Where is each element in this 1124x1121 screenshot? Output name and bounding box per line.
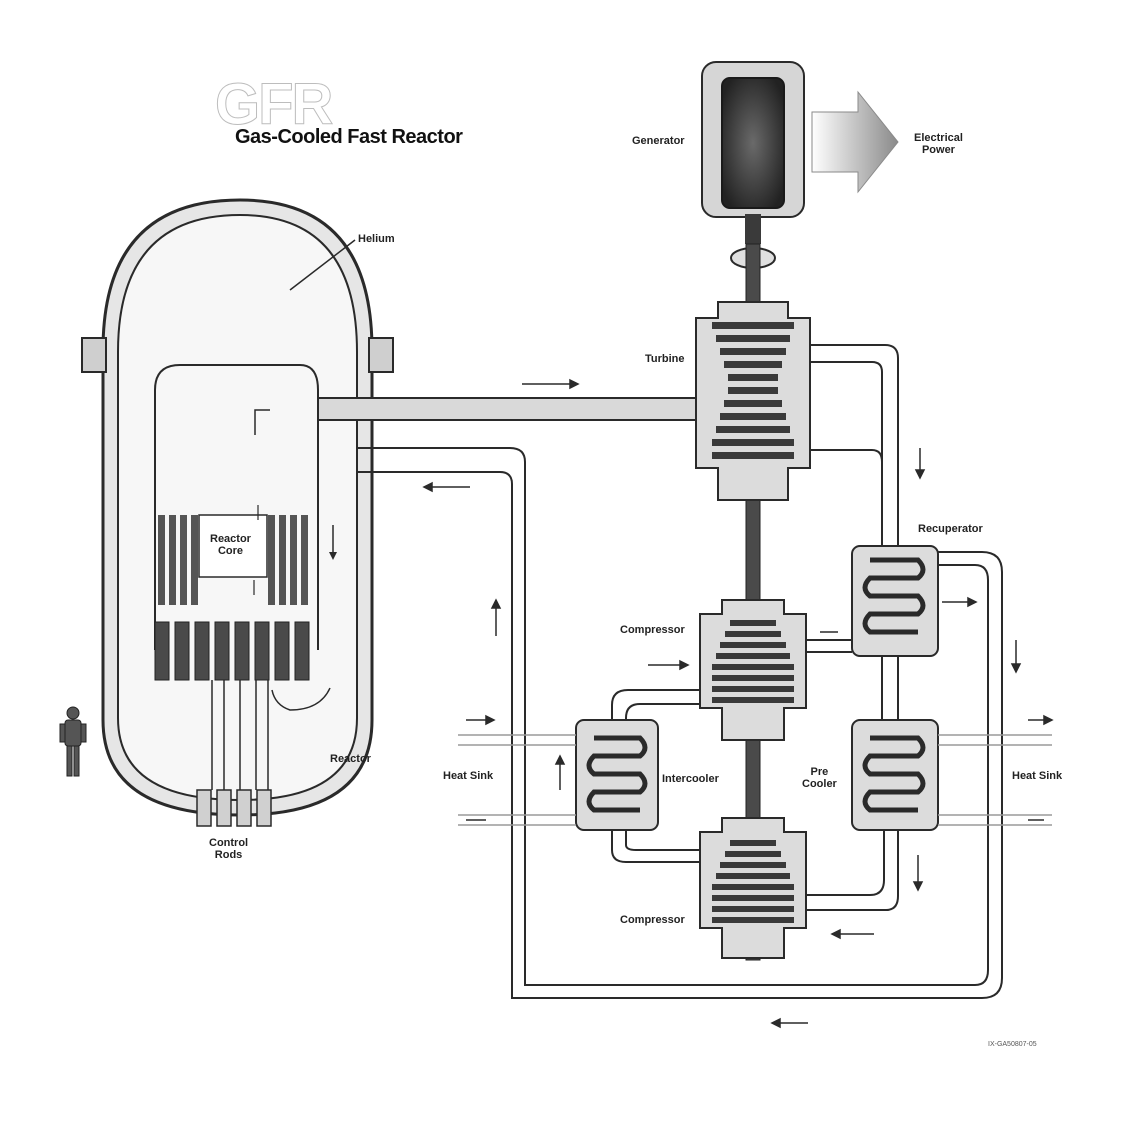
label-electrical-line2: Power xyxy=(921,144,955,156)
turbine-casing xyxy=(695,301,811,501)
flow-arrows xyxy=(422,378,1054,1029)
reactor-vessel xyxy=(81,198,394,817)
label-heat-sink-left: Heat Sink xyxy=(443,770,494,782)
label-reactor-core: Reactor Core xyxy=(210,533,251,557)
control-rod-lines xyxy=(211,680,269,790)
flange-right xyxy=(368,337,394,373)
compressor-lower xyxy=(699,817,807,959)
label-reactor: Reactor xyxy=(330,753,371,765)
label-electrical-power: Electrical Power xyxy=(914,132,963,156)
heat-sink-lines xyxy=(458,734,1052,826)
label-compressor-lower: Compressor xyxy=(620,914,685,926)
label-control-rods-line1: Control xyxy=(209,837,249,849)
interconnect-pipes xyxy=(611,449,899,911)
helium-leader xyxy=(289,239,356,291)
label-control-rods: Control Rods xyxy=(209,837,248,861)
reactor-core xyxy=(154,409,337,790)
label-pre-cooler-line2: Cooler xyxy=(802,778,837,790)
pre-cooler xyxy=(851,719,939,831)
flange-left xyxy=(81,337,107,373)
label-compressor-upper: Compressor xyxy=(620,624,685,636)
label-turbine: Turbine xyxy=(645,353,685,365)
label-intercooler: Intercooler xyxy=(662,773,719,785)
turbine-blades xyxy=(712,322,794,459)
control-rod-housings xyxy=(196,789,272,827)
label-control-rods-line2: Rods xyxy=(214,849,243,861)
intercooler xyxy=(575,719,659,831)
electrical-power-arrow xyxy=(811,90,899,194)
label-pre-cooler: Pre Cooler xyxy=(802,766,837,790)
upper-reflector-rods xyxy=(158,515,308,605)
gfr-logo: GFR xyxy=(214,72,333,137)
label-generator: Generator xyxy=(632,135,685,147)
compressor-upper xyxy=(699,599,807,741)
label-heat-sink-right: Heat Sink xyxy=(1012,770,1063,782)
recuperator xyxy=(851,545,939,657)
label-reactor-core-line1: Reactor xyxy=(210,533,251,545)
label-recuperator: Recuperator xyxy=(918,523,983,535)
flow-arrow-lower-plenum xyxy=(271,687,331,711)
flow-arrow-core-top xyxy=(254,409,270,435)
cold-return-pipe xyxy=(357,447,1003,999)
lower-fuel-blocks xyxy=(154,621,310,681)
label-pre-cooler-line1: Pre xyxy=(810,766,829,778)
diagram-title: Gas-Cooled Fast Reactor xyxy=(235,126,463,148)
turbine-exhaust-pipe xyxy=(810,344,899,548)
person-scale-figure xyxy=(59,706,87,777)
hot-leg-pipe xyxy=(317,397,711,421)
generator xyxy=(701,61,805,269)
drawing-code: IX-GA50807-05 xyxy=(988,1041,1037,1048)
label-reactor-core-line2: Core xyxy=(217,545,244,557)
label-helium: Helium xyxy=(358,233,395,245)
label-electrical-line1: Electrical xyxy=(914,132,963,144)
